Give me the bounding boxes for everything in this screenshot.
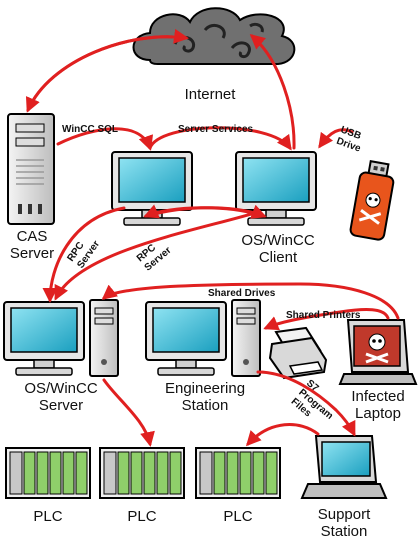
node-label-line: Engineering [164,380,246,397]
edge-label-shared-printers: Shared Printers [286,310,361,321]
node-label-line: Server [38,397,84,414]
node-label-plc-3: PLC [223,508,253,525]
node-label-plc-1: PLC [33,508,63,525]
node-label-infected-laptop: Infected Laptop [338,388,418,422]
plc-icon [5,447,91,499]
support-station-laptop-icon [300,435,388,499]
node-label-plc-2: PLC [127,508,157,525]
node-label-engineering-station: Engineering Station [150,380,260,414]
node-label-oswincc-client: OS/WinCC Client [236,232,320,266]
node-label-line: Client [258,249,298,266]
connection-arrows [25,28,400,447]
node-label-line: OS/WinCC [24,380,98,397]
node-label-line: Station [320,523,368,540]
cas-server-icon [7,113,55,225]
plc-icon [195,447,281,499]
engineering-station-icon [145,299,261,377]
edge-label-wincc-sql: WinCC SQL [62,124,118,135]
plc-icon [99,447,185,499]
oswincc-client-monitor-icon [235,151,317,226]
node-label-cas-server: CAS Server [0,228,64,262]
node-label-line: Laptop [355,405,401,422]
internet-cloud-icon [132,7,296,65]
node-label-line: Support [317,506,371,523]
node-label-line: CAS [16,228,48,245]
usb-drive-icon [349,160,395,241]
edge-label-server-services: Server Services [178,124,254,135]
node-label-line: Server [9,245,55,262]
node-label-internet: Internet [184,86,236,103]
oswincc-server-icon [3,299,119,377]
node-label-line: OS/WinCC [241,232,315,249]
edge-label-shared-drives: Shared Drives [208,288,276,299]
node-label-support-station: Support Station [302,506,386,540]
printer-icon [268,326,328,380]
node-label-line: Station [181,397,229,414]
infected-laptop-icon [338,319,418,385]
node-label-line: Infected [351,388,405,405]
node-label-oswincc-server: OS/WinCC Server [6,380,116,414]
